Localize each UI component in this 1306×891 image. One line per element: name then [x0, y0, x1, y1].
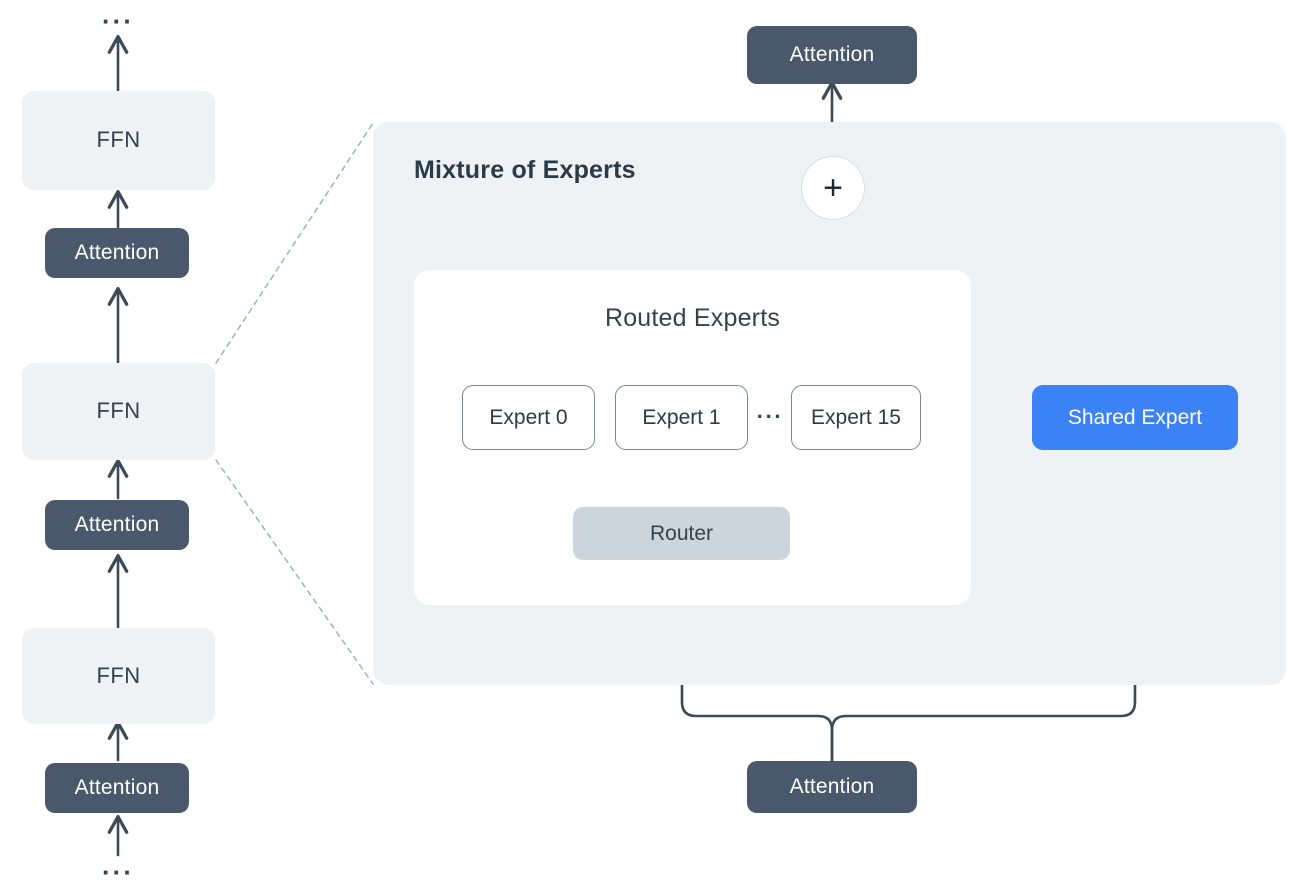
expert-box-15[interactable]: Expert 15	[791, 385, 921, 450]
moe-output-attention[interactable]: Attention	[747, 26, 917, 84]
experts-ellipsis: ···	[756, 404, 784, 430]
dashed-connector-bottom	[215, 459, 374, 685]
sum-node: +	[801, 156, 865, 220]
ffn-block-top[interactable]: FFN	[22, 91, 215, 190]
left-stack-top-ellipsis: ···	[102, 5, 134, 36]
mixture-of-experts-title: Mixture of Experts	[414, 156, 636, 184]
ffn-block-middle[interactable]: FFN	[22, 363, 215, 460]
expert-box-1[interactable]: Expert 1	[615, 385, 748, 450]
attention-block-lower[interactable]: Attention	[45, 763, 189, 813]
ffn-block-bottom[interactable]: FFN	[22, 628, 215, 724]
dashed-connector-top	[215, 122, 374, 364]
routed-experts-title: Routed Experts	[604, 304, 781, 332]
attention-block-middle[interactable]: Attention	[45, 500, 189, 550]
router-box[interactable]: Router	[573, 507, 790, 560]
left-stack-bottom-ellipsis: ···	[102, 856, 134, 887]
moe-input-attention[interactable]: Attention	[747, 761, 917, 813]
expert-box-0[interactable]: Expert 0	[462, 385, 595, 450]
plus-icon: +	[823, 169, 843, 207]
shared-expert-box[interactable]: Shared Expert	[1032, 385, 1238, 450]
attention-block-upper[interactable]: Attention	[45, 228, 189, 278]
